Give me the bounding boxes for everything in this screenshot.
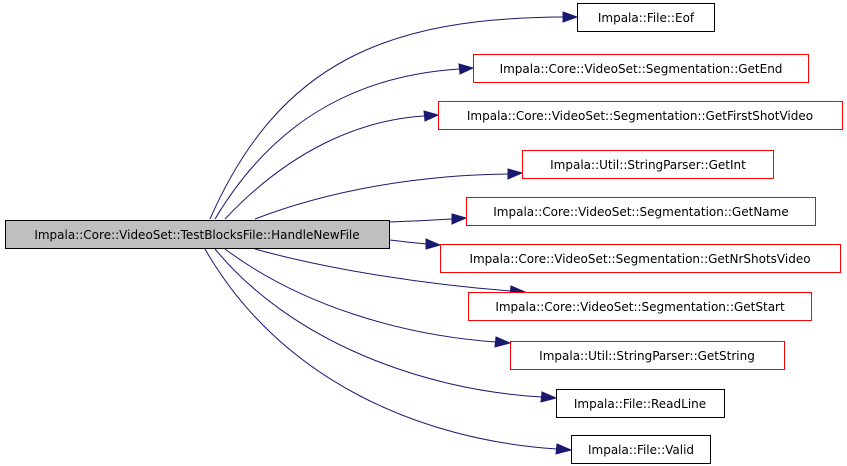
node-segmentation-getstart-box (468, 292, 812, 321)
node-segmentation-getnrshotsvideo-box (440, 244, 841, 273)
node-file-valid-box (571, 435, 711, 464)
node-segmentation-getnrshotsvideo[interactable]: Impala::Core::VideoSet::Segmentation::Ge… (440, 244, 841, 273)
node-segmentation-getend-box (473, 54, 809, 83)
edge-getend-arrowhead (458, 63, 475, 75)
node-file-readline-box (556, 389, 725, 418)
node-segmentation-getfirstshotvideo-box (438, 101, 843, 130)
edge-getint (254, 173, 509, 220)
node-stringparser-getint-label: Impala::Util::StringParser::GetInt (550, 158, 746, 172)
node-stringparser-getint[interactable]: Impala::Util::StringParser::GetInt (522, 150, 774, 179)
node-segmentation-getfirstshotvideo[interactable]: Impala::Core::VideoSet::Segmentation::Ge… (438, 101, 843, 130)
node-stringparser-getstring-box (510, 341, 785, 370)
node-file-valid[interactable]: Impala::File::Valid (571, 435, 711, 464)
root-node-box (5, 220, 390, 249)
edge-getend (214, 68, 460, 220)
edge-getnrshotsvideo-arrowhead (425, 238, 442, 250)
edge-getfirstshotvideo (224, 115, 425, 220)
edge-getnrshotsvideo (389, 239, 428, 245)
edge-readline (214, 248, 543, 398)
callee-nodes: Impala::File::Eof Impala::Core::VideoSet… (438, 3, 843, 464)
edge-getstring-arrowhead (494, 336, 512, 348)
node-file-eof-label: Impala::File::Eof (598, 11, 695, 25)
node-segmentation-getstart[interactable]: Impala::Core::VideoSet::Segmentation::Ge… (468, 292, 812, 321)
edge-valid (204, 248, 558, 450)
node-file-valid-label: Impala::File::Valid (588, 443, 694, 457)
edge-getint-arrowhead (507, 168, 524, 180)
node-segmentation-getend[interactable]: Impala::Core::VideoSet::Segmentation::Ge… (473, 54, 809, 83)
edge-getstring (224, 248, 497, 343)
root-node-label: Impala::Core::VideoSet::TestBlocksFile::… (34, 228, 359, 242)
node-file-readline[interactable]: Impala::File::ReadLine (556, 389, 725, 418)
edge-eof-arrowhead (562, 11, 579, 23)
node-segmentation-getend-label: Impala::Core::VideoSet::Segmentation::Ge… (500, 62, 783, 76)
node-segmentation-getstart-label: Impala::Core::VideoSet::Segmentation::Ge… (495, 300, 785, 314)
node-stringparser-getint-box (522, 150, 774, 179)
edge-readline-arrowhead (540, 391, 558, 403)
root-node[interactable]: Impala::Core::VideoSet::TestBlocksFile::… (5, 220, 390, 249)
node-segmentation-getfirstshotvideo-label: Impala::Core::VideoSet::Segmentation::Ge… (467, 109, 813, 123)
node-stringparser-getstring-label: Impala::Util::StringParser::GetString (539, 349, 755, 363)
edge-eof (209, 16, 564, 220)
edge-getfirstshotvideo-arrowhead (423, 110, 440, 122)
edge-getname-arrowhead (451, 213, 468, 225)
node-segmentation-getnrshotsvideo-label: Impala::Core::VideoSet::Segmentation::Ge… (469, 252, 810, 266)
edge-getname (389, 218, 453, 223)
node-segmentation-getname-label: Impala::Core::VideoSet::Segmentation::Ge… (493, 205, 788, 219)
node-segmentation-getname-box (466, 197, 816, 226)
node-file-eof-box (577, 3, 715, 32)
node-file-readline-label: Impala::File::ReadLine (574, 397, 706, 411)
node-file-eof[interactable]: Impala::File::Eof (577, 3, 715, 32)
node-segmentation-getname[interactable]: Impala::Core::VideoSet::Segmentation::Ge… (466, 197, 816, 226)
edge-getstart (254, 248, 512, 292)
edges (204, 11, 579, 455)
edge-valid-arrowhead (555, 443, 573, 455)
node-stringparser-getstring[interactable]: Impala::Util::StringParser::GetString (510, 341, 785, 370)
